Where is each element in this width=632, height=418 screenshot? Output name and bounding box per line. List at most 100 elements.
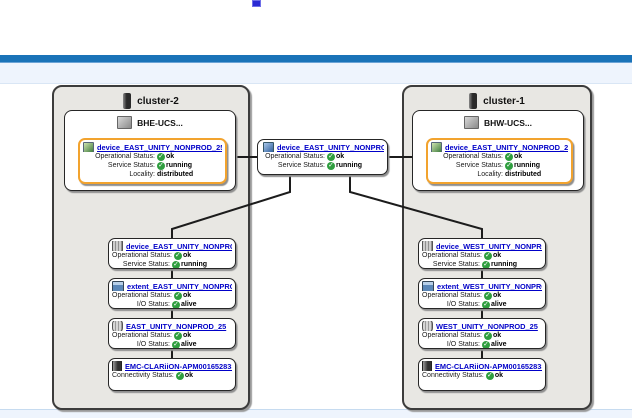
status-label: I/O Status:	[136, 301, 170, 308]
status-value: ok	[492, 252, 502, 259]
connector-center-to-left-device	[171, 175, 291, 238]
green-check-icon	[172, 340, 180, 348]
status-value: running	[166, 162, 193, 169]
node-link[interactable]: WEST_UNITY_NONPROD_25	[436, 321, 538, 331]
node-device-left[interactable]: device_EAST_UNITY_NONPROD_25 Operational…	[108, 238, 236, 269]
status-value: alive	[181, 341, 197, 348]
node-link[interactable]: device_EAST_UNITY_NONPROD_25	[445, 142, 568, 152]
toolbar-edge	[0, 62, 632, 63]
node-link[interactable]: device_EAST_UNITY_NONPROD_25	[97, 142, 222, 152]
status-label: I/O Status:	[136, 341, 170, 348]
engine-chassis-icon	[117, 116, 133, 129]
status-label: Operational Status:	[422, 332, 482, 339]
device-stack-icon	[112, 241, 123, 251]
extent-cube-icon	[422, 281, 434, 291]
green-check-icon	[172, 300, 180, 308]
node-array-right[interactable]: EMC-CLARiiON-APM00165283SE Connectivity …	[418, 358, 546, 391]
volume-cylinder-icon	[112, 321, 123, 331]
engine-header: BHE-UCS...	[65, 116, 235, 129]
green-check-icon	[157, 152, 165, 161]
node-volume-left[interactable]: EAST_UNITY_NONPROD_25 Operational Status…	[108, 318, 236, 349]
green-check-icon	[157, 161, 165, 170]
node-link[interactable]: EMC-CLARiiON-APM00165283SE	[435, 361, 542, 371]
node-link[interactable]: device_EAST_UNITY_NONPROD_25	[126, 241, 232, 251]
status-label: Operational Status:	[95, 153, 155, 160]
device-raid-icon	[83, 142, 94, 152]
volume-cylinder-icon	[422, 321, 433, 331]
green-check-icon	[175, 371, 184, 380]
node-link[interactable]: device_EAST_UNITY_NONPROD_25	[277, 142, 384, 152]
storage-array-icon	[422, 361, 432, 371]
status-value: running	[336, 162, 363, 169]
status-label: Service Status:	[455, 162, 503, 169]
node-device-right[interactable]: device_WEST_UNITY_NONPROD_25 Operational…	[418, 238, 546, 269]
green-check-icon	[173, 291, 182, 300]
engine-chassis-icon	[464, 116, 479, 129]
green-check-icon	[482, 300, 490, 308]
green-check-icon	[173, 251, 182, 260]
device-raid-icon	[431, 142, 442, 152]
status-label: I/O Status:	[446, 341, 480, 348]
extent-cube-icon	[112, 281, 124, 291]
locality-value: distributed	[505, 171, 542, 178]
status-label: Operational Status:	[112, 332, 172, 339]
status-label: Connectivity Status:	[422, 372, 484, 379]
node-engine-device-left[interactable]: device_EAST_UNITY_NONPROD_25 Operational…	[78, 138, 227, 184]
storage-array-icon	[112, 361, 122, 371]
device-stack-icon	[422, 241, 433, 251]
status-label: Operational Status:	[265, 153, 325, 160]
green-check-icon	[483, 251, 492, 260]
status-value: running	[514, 162, 541, 169]
status-value: alive	[181, 301, 197, 308]
node-extent-right[interactable]: extent_WEST_UNITY_NONPROD_25 Operational…	[418, 278, 546, 309]
status-value: ok	[514, 153, 523, 160]
green-check-icon	[483, 331, 492, 340]
connector-center-to-right-device	[349, 175, 483, 238]
node-link[interactable]: device_WEST_UNITY_NONPROD_25	[436, 241, 542, 251]
cluster-1-header: cluster-1	[404, 93, 590, 109]
cluster-title: cluster-1	[483, 95, 525, 107]
status-label: Operational Status:	[112, 252, 172, 259]
node-engine-device-right[interactable]: device_EAST_UNITY_NONPROD_25 Operational…	[426, 138, 573, 184]
cluster-2-header: cluster-2	[54, 93, 248, 109]
status-value: ok	[182, 292, 192, 299]
status-label: Service Status:	[277, 162, 325, 169]
status-value: running	[181, 261, 208, 268]
toolbar-bar	[0, 55, 632, 62]
bottom-band	[0, 409, 632, 418]
engine-header: BHW-UCS...	[413, 116, 583, 129]
status-value: ok	[492, 332, 502, 339]
top-fragment-icon	[252, 0, 261, 7]
status-label: Connectivity Status:	[112, 372, 174, 379]
engine-title: BHW-UCS...	[484, 117, 532, 128]
status-value: ok	[184, 372, 194, 379]
green-check-icon	[483, 291, 492, 300]
node-link[interactable]: EMC-CLARiiON-APM00165283SE	[125, 361, 232, 371]
node-link[interactable]: extent_EAST_UNITY_NONPROD_25	[127, 281, 232, 291]
status-value: ok	[182, 252, 192, 259]
node-volume-right[interactable]: WEST_UNITY_NONPROD_25 Operational Status…	[418, 318, 546, 349]
status-value: alive	[491, 341, 507, 348]
engine-title: BHE-UCS...	[137, 117, 183, 128]
status-value: ok	[336, 153, 345, 160]
status-value: running	[491, 261, 518, 268]
status-label: Service Status:	[107, 162, 155, 169]
status-value: ok	[182, 332, 192, 339]
node-array-left[interactable]: EMC-CLARiiON-APM00165283SE Connectivity …	[108, 358, 236, 391]
node-link[interactable]: extent_WEST_UNITY_NONPROD_25	[437, 281, 542, 291]
status-label: Service Status:	[122, 261, 170, 268]
node-link[interactable]: EAST_UNITY_NONPROD_25	[126, 321, 227, 331]
locality-value: distributed	[157, 171, 194, 178]
node-distributed-device[interactable]: device_EAST_UNITY_NONPROD_25 Operational…	[257, 139, 388, 175]
status-label: Operational Status:	[112, 292, 172, 299]
status-value: alive	[491, 301, 507, 308]
distributed-device-icon	[263, 142, 274, 152]
status-label: Operational Status:	[422, 292, 482, 299]
node-extent-left[interactable]: extent_EAST_UNITY_NONPROD_25 Operational…	[108, 278, 236, 309]
locality-label: Locality:	[477, 171, 503, 178]
status-label: Operational Status:	[422, 252, 482, 259]
green-check-icon	[505, 161, 513, 170]
green-check-icon	[172, 260, 180, 268]
toolbar-subband	[0, 63, 632, 84]
